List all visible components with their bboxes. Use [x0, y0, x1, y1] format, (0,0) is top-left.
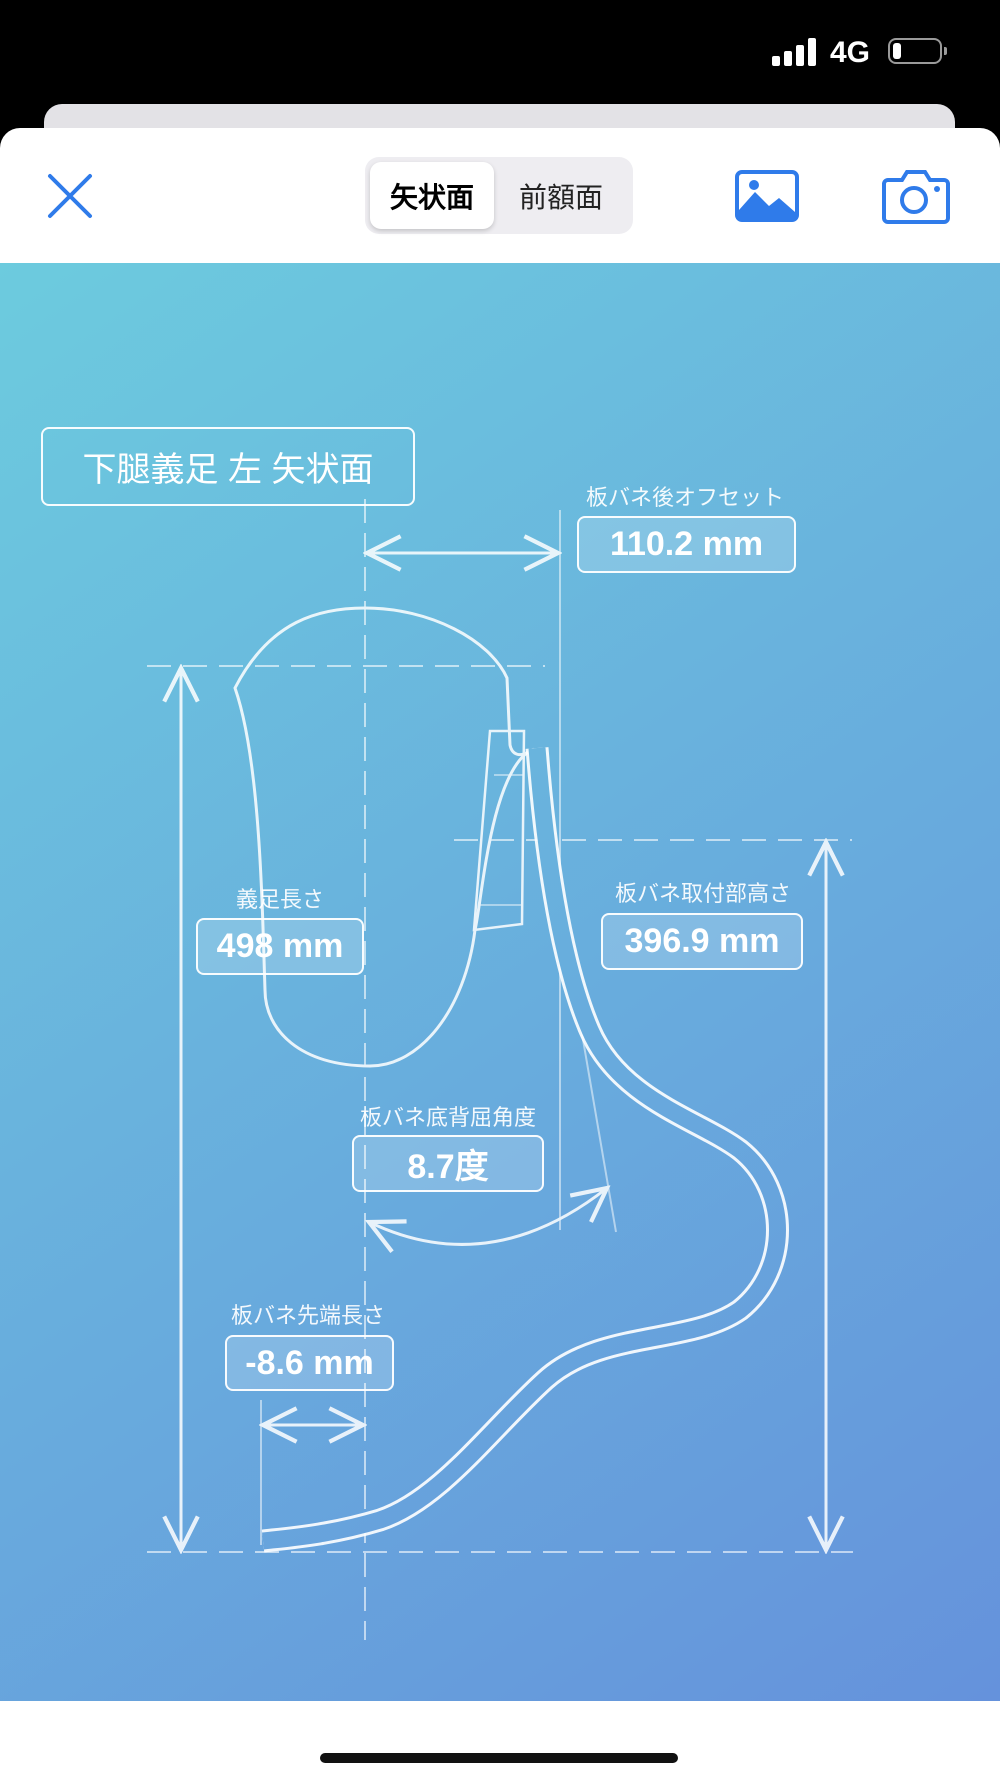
- photo-icon: [735, 170, 799, 222]
- offset-value: 110.2 mm: [577, 516, 796, 573]
- mount-height-value: 396.9 mm: [601, 913, 803, 970]
- length-value: 498 mm: [196, 918, 364, 975]
- close-button[interactable]: [44, 170, 96, 222]
- pylon-adapter: [472, 729, 526, 932]
- prosthesis-diagram: [0, 263, 1000, 1701]
- mount-height-label: 板バネ取付部高さ: [614, 881, 792, 906]
- leaf-spring: [261, 747, 789, 1553]
- view-segmented-control: 矢状面 前額面: [365, 157, 633, 234]
- length-label: 義足長さ: [235, 887, 325, 912]
- battery-icon: [888, 38, 947, 64]
- segment-sagittal[interactable]: 矢状面: [370, 162, 494, 229]
- camera-icon: [882, 170, 950, 224]
- photo-library-button[interactable]: [735, 170, 799, 222]
- segment-frontal[interactable]: 前額面: [518, 181, 603, 213]
- angle-label: 板バネ底背屈角度: [359, 1105, 537, 1130]
- angle-arc: [369, 1188, 607, 1244]
- tip-length-value: -8.6 mm: [225, 1335, 394, 1391]
- camera-button[interactable]: [882, 168, 950, 224]
- home-indicator[interactable]: [320, 1753, 678, 1763]
- diagram-title: 下腿義足 左 矢状面: [41, 427, 415, 506]
- close-icon: [48, 174, 92, 218]
- network-type: 4G: [830, 36, 871, 69]
- socket-outline: [233, 606, 529, 1068]
- tip-length-label: 板バネ先端長さ: [230, 1303, 386, 1328]
- angle-value: 8.7度: [352, 1135, 544, 1192]
- signal-icon: [772, 38, 816, 66]
- offset-label: 板バネ後オフセット: [585, 485, 785, 510]
